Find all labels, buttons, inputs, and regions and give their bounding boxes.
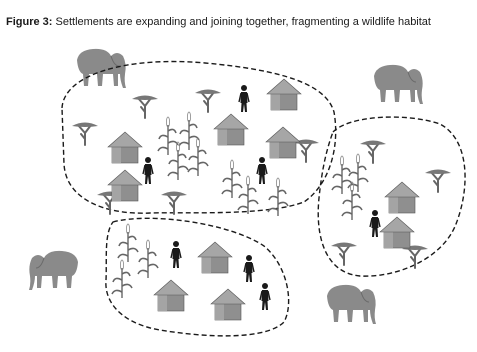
- acacia-tree-icon: [330, 241, 358, 266]
- hut-icon: [379, 216, 415, 249]
- elephant-icon: [28, 250, 79, 291]
- elephant-icon: [326, 284, 377, 325]
- person-icon: [170, 240, 182, 269]
- hut-icon: [384, 181, 420, 214]
- person-icon: [259, 282, 271, 311]
- crop-plant-icon: [237, 175, 259, 215]
- elephant-icon: [76, 48, 127, 89]
- crop-plant-icon: [221, 159, 243, 199]
- crop-plant-icon: [187, 137, 209, 177]
- crop-plant-icon: [267, 177, 289, 217]
- hut-icon: [153, 279, 189, 312]
- person-icon: [369, 209, 381, 238]
- crop-plant-icon: [157, 116, 179, 156]
- acacia-tree-icon: [194, 88, 222, 113]
- crop-plant-icon: [178, 111, 200, 151]
- crop-plant-icon: [167, 141, 189, 181]
- crop-plant-icon: [137, 239, 159, 279]
- settlement-boundary: [317, 116, 466, 277]
- settlement-boundary: [61, 60, 337, 214]
- person-icon: [142, 156, 154, 185]
- person-icon: [238, 84, 250, 113]
- acacia-tree-icon: [71, 121, 99, 146]
- crop-plant-icon: [347, 153, 369, 193]
- hut-icon: [213, 113, 249, 146]
- elephant-icon: [373, 64, 424, 105]
- crop-plant-icon: [111, 259, 133, 299]
- acacia-tree-icon: [401, 244, 429, 269]
- hut-icon: [266, 78, 302, 111]
- acacia-tree-icon: [359, 139, 387, 164]
- figure-caption: Figure 3: Settlements are expanding and …: [6, 15, 466, 29]
- person-icon: [256, 156, 268, 185]
- figure-caption-text: Settlements are expanding and joining to…: [55, 16, 431, 28]
- figure-label: Figure 3:: [6, 16, 53, 28]
- hut-icon: [107, 169, 143, 202]
- person-icon: [243, 254, 255, 283]
- acacia-tree-icon: [160, 190, 188, 215]
- hut-icon: [210, 288, 246, 321]
- acacia-tree-icon: [292, 138, 320, 163]
- crop-plant-icon: [341, 181, 363, 221]
- hut-icon: [197, 241, 233, 274]
- settlement-boundary: [105, 217, 290, 337]
- acacia-tree-icon: [424, 168, 452, 193]
- hut-icon: [265, 126, 301, 159]
- hut-icon: [107, 131, 143, 164]
- acacia-tree-icon: [131, 94, 159, 119]
- crop-plant-icon: [117, 223, 139, 263]
